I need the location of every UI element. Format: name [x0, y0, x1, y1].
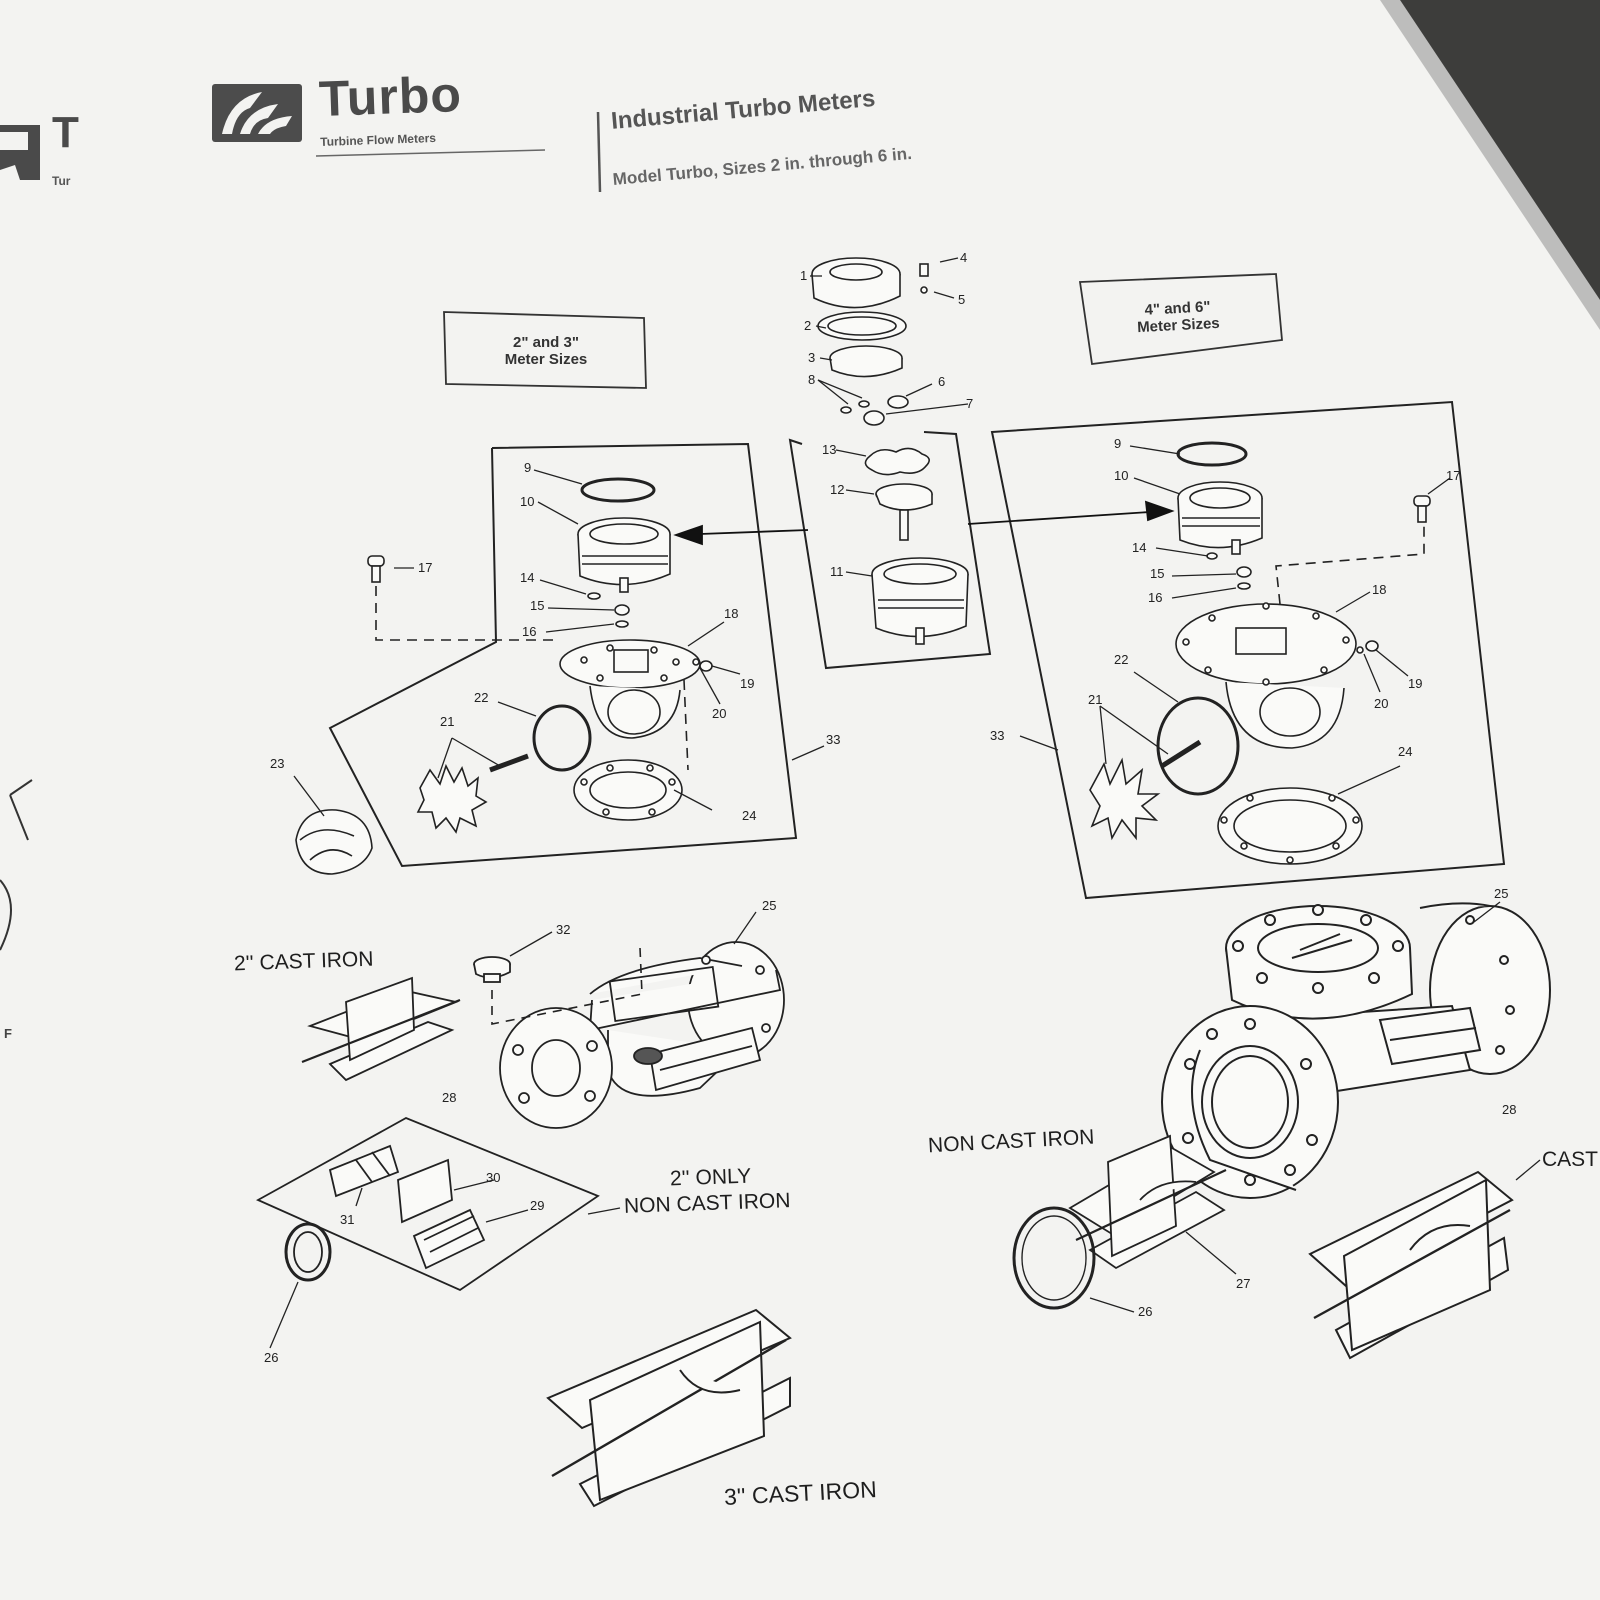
callout-5: 5 — [958, 292, 966, 307]
large-meter-body — [1161, 902, 1551, 1199]
small-meter-body — [473, 941, 785, 1129]
neighbor-page-logo — [0, 125, 40, 180]
callout-26-small: 26 — [264, 1350, 279, 1365]
callout-20-large: 20 — [1374, 696, 1389, 711]
callout-22-small: 22 — [474, 690, 489, 705]
callout-8: 8 — [808, 372, 816, 387]
neighbor-brand-fragment: T — [52, 108, 80, 157]
caption-cast-edge: CAST — [1542, 1148, 1599, 1171]
turbo-logo-icon — [212, 84, 302, 142]
flow-straightener-2in-cast — [301, 976, 461, 1082]
callout-26-large: 26 — [1138, 1304, 1153, 1319]
large-size-box — [1078, 273, 1283, 366]
flow-straightener-large-cast — [1308, 1170, 1514, 1360]
callout-16-small: 16 — [522, 624, 537, 639]
neighbor-tagline-fragment: Tur — [52, 174, 71, 188]
callout-3: 3 — [808, 350, 816, 365]
center-measuring-element — [864, 447, 969, 645]
callout-14-small: 14 — [520, 570, 535, 585]
callout-17-small: 17 — [418, 560, 433, 575]
callout-10-small: 10 — [520, 494, 535, 509]
direction-arrows — [673, 500, 1175, 546]
callout-33-large: 33 — [990, 728, 1005, 743]
callout-9-large: 9 — [1114, 436, 1122, 451]
callout-23: 23 — [270, 756, 285, 771]
callout-leader-lines — [269, 257, 1541, 1349]
callout-18-small: 18 — [724, 606, 739, 621]
callout-31: 31 — [340, 1212, 355, 1227]
callout-14-large: 14 — [1132, 540, 1147, 555]
callout-21-small: 21 — [440, 714, 455, 729]
caption-2in-cast-iron: 2'' CAST IRON — [233, 947, 374, 976]
callout-11: 11 — [830, 564, 844, 579]
callout-27: 27 — [1236, 1276, 1251, 1291]
callout-17-large: 17 — [1446, 468, 1461, 483]
callout-18-large: 18 — [1372, 582, 1387, 597]
callout-28-large: 28 — [1502, 1102, 1517, 1117]
frame-center-assembly — [788, 431, 992, 670]
callout-6: 6 — [938, 374, 946, 389]
dashed-plug-line — [491, 947, 643, 1025]
callout-7: 7 — [966, 396, 974, 411]
callout-30: 30 — [486, 1170, 501, 1185]
callout-22-large: 22 — [1114, 652, 1129, 667]
callout-25-large: 25 — [1494, 886, 1509, 901]
callout-2: 2 — [804, 318, 812, 333]
callout-19-small: 19 — [740, 676, 755, 691]
flow-straightener-3in-cast — [546, 1308, 792, 1508]
flow-straightener-non-cast — [1068, 1134, 1227, 1270]
callout-25-small: 25 — [762, 898, 777, 913]
frame-large-assembly — [990, 400, 1506, 900]
small-size-box — [443, 311, 647, 389]
large-meter-parts — [1089, 441, 1431, 865]
dashed-assembly-lines-large — [1275, 526, 1425, 605]
callout-33-small: 33 — [826, 732, 841, 747]
brand-name: Turbo — [318, 66, 463, 127]
caption-2in-only: 2'' ONLY — [669, 1164, 752, 1191]
conversion-kit — [255, 1117, 600, 1292]
callout-16-large: 16 — [1148, 590, 1163, 605]
frame-small-assembly — [328, 442, 798, 868]
callout-29: 29 — [530, 1198, 545, 1213]
callout-12: 12 — [830, 482, 845, 497]
callout-13: 13 — [822, 442, 837, 457]
large-size-label: 4" and 6" Meter Sizes — [1136, 298, 1221, 337]
callout-24-large: 24 — [1398, 744, 1413, 759]
callout-9-small: 9 — [524, 460, 532, 475]
small-meter-parts — [295, 477, 713, 875]
callout-19-large: 19 — [1408, 676, 1423, 691]
small-size-label: 2" and 3" Meter Sizes — [504, 334, 588, 368]
neighbor-letter-fragment: F — [4, 1026, 12, 1041]
dashed-assembly-lines-small — [375, 586, 689, 771]
callout-10-large: 10 — [1114, 468, 1129, 483]
callout-20-small: 20 — [712, 706, 727, 721]
callout-24-small: 24 — [742, 808, 757, 823]
callout-15-large: 15 — [1150, 566, 1165, 581]
callout-21-large: 21 — [1088, 692, 1103, 707]
ring-26-large — [1012, 1206, 1096, 1310]
neighbor-page-fragments — [0, 779, 33, 951]
callout-32: 32 — [556, 922, 571, 937]
register-assembly — [811, 257, 929, 426]
callout-4: 4 — [960, 250, 968, 265]
header-divider — [596, 111, 602, 193]
callout-28-small: 28 — [442, 1090, 457, 1105]
callout-15-small: 15 — [530, 598, 545, 613]
callout-1: 1 — [800, 268, 808, 283]
